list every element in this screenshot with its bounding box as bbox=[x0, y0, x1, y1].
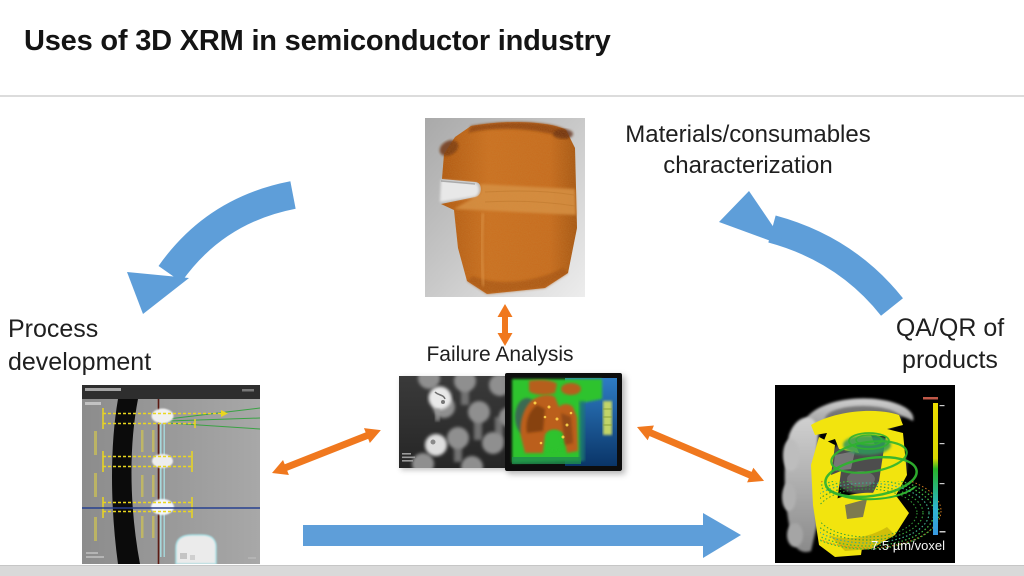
xray-bumps-render bbox=[399, 376, 510, 468]
copper-sample-image bbox=[425, 118, 585, 297]
bottom-flow-arrow-icon bbox=[303, 513, 741, 558]
ct-slice-metrology-image bbox=[82, 385, 260, 564]
failure-analysis-label: Failure Analysis bbox=[426, 343, 574, 366]
heatmap-render bbox=[505, 373, 622, 471]
slide-title: Uses of 3D XRM in semiconductor industry bbox=[24, 25, 611, 57]
double-arrow-right-icon bbox=[637, 425, 765, 483]
qa-qr-products-label: QA/QR of products bbox=[895, 314, 1005, 374]
3d-package-render-image: 7.5 µm/voxel bbox=[775, 385, 955, 563]
3d-package-render bbox=[775, 385, 955, 563]
header-divider bbox=[0, 95, 1024, 97]
voxel-size-caption: 7.5 µm/voxel bbox=[871, 538, 945, 553]
process-development-label: Process development bbox=[8, 315, 152, 376]
heatmap-image bbox=[505, 373, 622, 471]
materials-characterization-label: Materials/consumables characterization bbox=[625, 121, 871, 179]
curved-arrow-to-process-icon bbox=[127, 181, 296, 314]
copper-sample-render bbox=[425, 118, 585, 297]
bottom-edge-band bbox=[0, 565, 1024, 576]
xray-bumps-image bbox=[399, 376, 510, 468]
curved-arrow-from-qa-icon bbox=[719, 191, 903, 316]
ct-slice-render bbox=[82, 385, 260, 564]
double-arrow-vertical-icon bbox=[497, 304, 513, 346]
double-arrow-left-icon bbox=[272, 428, 381, 475]
